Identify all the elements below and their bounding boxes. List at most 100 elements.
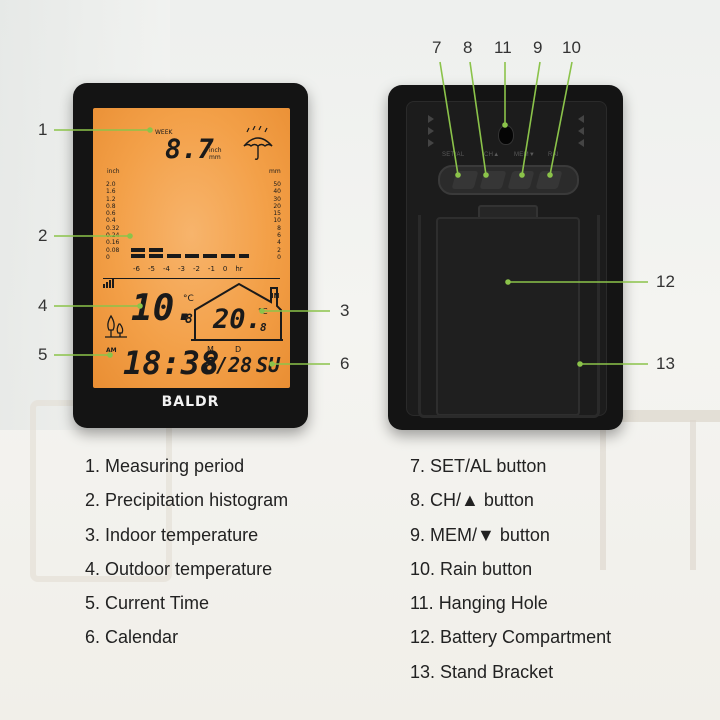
button-strip (438, 165, 579, 195)
hour-axis-tick: hr (235, 265, 243, 273)
scale-right-tick: 2 (277, 246, 281, 254)
decor-triangle (578, 139, 584, 147)
month-label: M (207, 345, 214, 354)
decor-triangle (578, 115, 584, 123)
legend-item: 2. Precipitation histogram (85, 490, 289, 511)
decor-triangle (428, 127, 434, 135)
device-back-view: SET/AL CH▲ MEM▼ RAI (388, 85, 623, 430)
background-table-leg (600, 420, 606, 570)
scale-left-tick: 0.08 (106, 246, 120, 254)
legend-item: 12. Battery Compartment (410, 627, 612, 648)
lcd-divider (103, 278, 280, 279)
legend-item: 8. CH/▲ button (410, 490, 534, 511)
legend-item: 10. Rain button (410, 558, 533, 579)
callout-8: 8 (463, 38, 473, 57)
histogram-bar (221, 254, 235, 258)
scale-left-tick: 1.6 (106, 188, 116, 196)
scale-right-tick: 10 (273, 217, 281, 225)
callout-7: 7 (432, 38, 442, 57)
hour-axis-tick: -2 (192, 265, 200, 273)
callout-13: 13 (656, 354, 675, 373)
decor-triangle (428, 139, 434, 147)
callout-10: 10 (562, 38, 581, 57)
callout-3: 3 (340, 301, 350, 320)
histogram-bar (185, 254, 199, 258)
indoor-temperature-decimal: 8 (260, 321, 267, 334)
current-time: 18:38 (123, 344, 220, 382)
scale-left-tick: 0 (106, 253, 110, 261)
outdoor-temperature-unit: °C (183, 294, 194, 304)
callout-12: 12 (656, 272, 675, 291)
scale-left-tick: 0.8 (106, 202, 116, 210)
callout-5: 5 (38, 345, 48, 364)
callout-9: 9 (533, 38, 543, 57)
legend-item: 3. Indoor temperature (85, 524, 259, 545)
scale-right-values: 50 40 30 20 15 10 8 6 4 2 0 (267, 181, 281, 261)
histogram-bar (149, 254, 163, 258)
calendar-weekday: SU (256, 353, 281, 377)
legend-item: 11. Hanging Hole (410, 593, 548, 614)
scale-right-tick: 50 (273, 181, 281, 188)
signal-icon (103, 278, 114, 288)
histogram-bar (167, 254, 181, 258)
legend-back: 7. SET/AL button 8. CH/▲ button 9. MEM/▼… (410, 449, 611, 689)
legend-front: 1. Measuring period 2. Precipitation his… (85, 449, 288, 655)
histogram-bar (203, 254, 217, 258)
scale-left-tick: 1.2 (106, 195, 116, 203)
time-am-indicator: AM (106, 347, 117, 354)
hour-axis: -6 -5 -4 -3 -2 -1 0 hr (133, 265, 243, 273)
legend-item: 5. Current Time (85, 593, 210, 614)
histogram-bar (131, 254, 145, 258)
background-table-leg (690, 420, 696, 570)
tree-icon (105, 314, 127, 338)
indoor-label: IN (271, 292, 280, 300)
scale-left-unit: inch (107, 168, 120, 175)
scale-right-tick: 8 (277, 224, 281, 232)
hour-axis-tick: -4 (162, 265, 170, 273)
hour-axis-tick: -5 (147, 265, 155, 273)
scale-right-tick: 0 (277, 253, 281, 261)
lcd-display: WEEK 8.7 inch mm inch mm 2.0 1.6 1.2 0.8… (93, 108, 290, 388)
outdoor-temperature: 10. (131, 288, 197, 329)
battery-compartment[interactable] (436, 217, 580, 416)
callout-1: 1 (38, 120, 48, 139)
legend-item: 13. Stand Bracket (410, 661, 554, 682)
calendar-date: 8/28 (204, 353, 253, 377)
decor-triangle (428, 115, 434, 123)
ch-label: CH▲ (484, 152, 500, 158)
stand-bracket[interactable] (418, 215, 600, 418)
legend-item: 7. SET/AL button (410, 456, 547, 476)
scale-left-tick: 0.32 (106, 224, 120, 232)
period-label: WEEK (155, 129, 173, 136)
callout-6: 6 (340, 354, 350, 373)
scale-right-unit: mm (269, 168, 281, 175)
callout-4: 4 (38, 296, 48, 315)
decor-triangle (578, 127, 584, 135)
scale-left-tick: 0.4 (106, 217, 116, 225)
scale-left-tick: 0.6 (106, 210, 116, 218)
callout-11: 11 (494, 38, 512, 57)
scale-right-tick: 6 (277, 232, 281, 240)
rain-unit-inch: inch (209, 147, 222, 154)
scale-right-tick: 40 (273, 188, 281, 196)
umbrella-rain-icon (243, 126, 273, 160)
histogram-bar (239, 254, 249, 258)
day-label: D (235, 345, 242, 354)
legend-item: 1. Measuring period (85, 456, 245, 476)
rain-unit-mm: mm (209, 154, 221, 161)
histogram-bar (149, 248, 163, 252)
scale-left-tick: 0.16 (106, 239, 120, 247)
hour-axis-tick: -3 (177, 265, 185, 273)
legend-item: 9. MEM/▼ button (410, 524, 550, 545)
outdoor-temperature-decimal: 8 (185, 312, 193, 327)
legend-item: 4. Outdoor temperature (85, 558, 273, 579)
set-al-label: SET/AL (442, 152, 465, 158)
callout-2: 2 (38, 226, 48, 245)
indoor-temperature: 20. (213, 304, 262, 335)
brand-logo: BALDR (161, 394, 220, 410)
scale-right-tick: 20 (273, 202, 281, 210)
scale-right-tick: 30 (273, 195, 281, 203)
scale-left-tick: 2.0 (106, 181, 116, 188)
histogram-bar (131, 248, 145, 252)
